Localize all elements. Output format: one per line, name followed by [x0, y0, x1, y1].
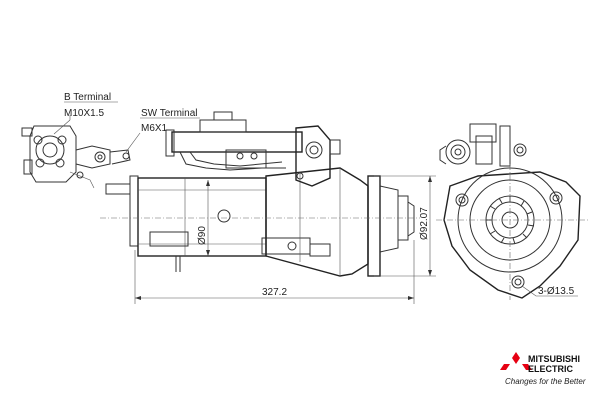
- brand-name-line2: ELECTRIC: [528, 364, 574, 374]
- diamond-1: [512, 352, 520, 364]
- terminal-end-view: [21, 125, 131, 189]
- diamond-3: [522, 364, 532, 370]
- diameter-92-label: Ø92.07: [419, 207, 430, 240]
- mitsubishi-electric-logo: MITSUBISHI ELECTRIC Changes for the Bett…: [500, 352, 586, 386]
- b-terminal-size-label: M10X1.5: [64, 108, 104, 119]
- three-diamonds-icon: [500, 352, 532, 370]
- diameter-92-dimension: Ø92.07: [374, 175, 436, 277]
- mount-holes-label: 3-Ø13.5: [538, 286, 575, 297]
- b-terminal-label: B Terminal: [64, 92, 111, 103]
- length-dimension: 327.2: [134, 240, 415, 304]
- starter-side-view: [100, 111, 420, 277]
- diameter-90-dimension: Ø90: [197, 180, 210, 256]
- diamond-2: [500, 364, 510, 370]
- sw-terminal-label: SW Terminal: [141, 108, 198, 119]
- diameter-90-label: Ø90: [197, 226, 208, 245]
- brand-name-line1: MITSUBISHI: [528, 354, 580, 364]
- length-label: 327.2: [262, 287, 287, 298]
- brand-tagline: Changes for the Better: [505, 377, 586, 386]
- terminal-callouts: B Terminal M10X1.5 SW Terminal M6X1: [53, 92, 200, 153]
- flange-front-view: 3-Ø13.5: [436, 123, 588, 300]
- sw-terminal-size-label: M6X1: [141, 123, 168, 134]
